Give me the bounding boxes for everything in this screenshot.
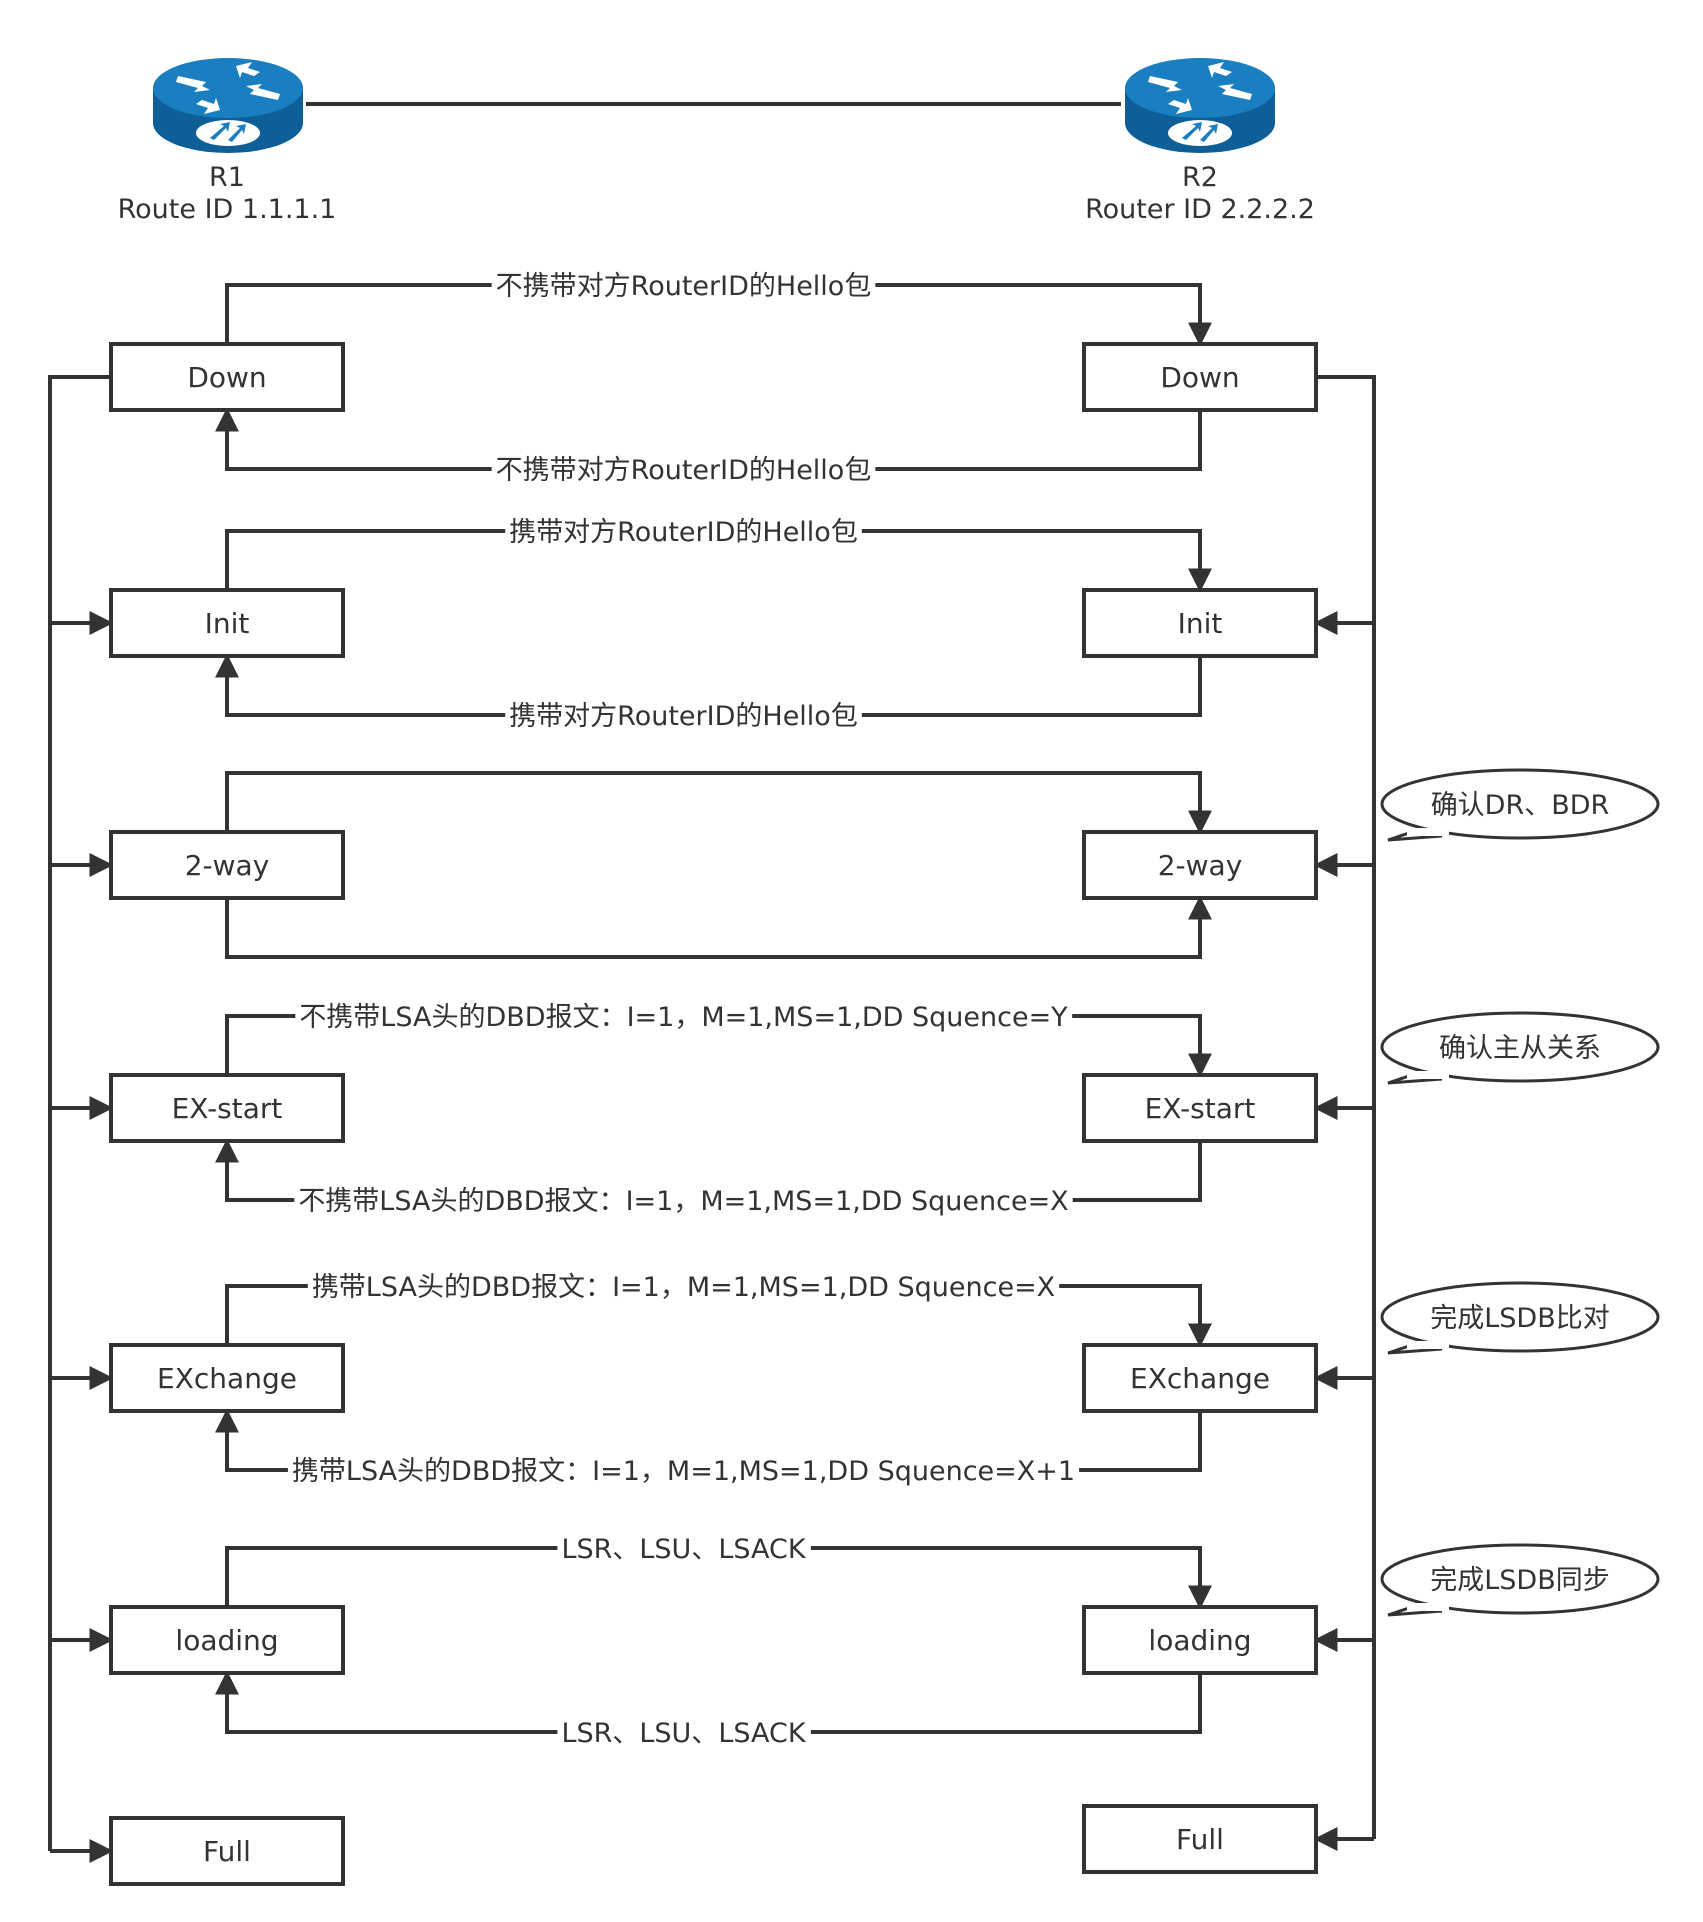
state-box-border [109, 1605, 345, 1675]
state-box-left-2-way: 2-way [109, 830, 345, 900]
state-box-border [109, 342, 345, 412]
state-box-left-exchange: EXchange [109, 1343, 345, 1413]
state-box-left-down: Down [109, 342, 345, 412]
note-label: 完成LSDB同步 [1430, 1565, 1610, 1596]
state-box-border [1082, 342, 1318, 412]
message-label-top: 不携带LSA头的DBD报文：I=1，M=1,MS=1,DD Squence=Y [299, 1002, 1068, 1033]
state-box-right-ex-start: EX-start [1082, 1073, 1318, 1143]
message-label-bg [557, 1530, 811, 1566]
left-spine [48, 375, 111, 1851]
note-bubble-tail-mask [1407, 1341, 1449, 1349]
message-label-bottom: 不携带LSA头的DBD报文：I=1，M=1,MS=1,DD Squence=X [298, 1186, 1068, 1217]
note-bubble-shape [1380, 1281, 1660, 1353]
state-box-right-down: Down [1082, 342, 1318, 412]
message-arrows: 不携带对方RouterID的Hello包不携带对方RouterID的Hello包… [215, 267, 1212, 1750]
state-label: 2-way [185, 849, 270, 882]
state-box-left-full: Full [109, 1816, 345, 1886]
state-box-left-init: Init [109, 588, 345, 658]
state-box-border [1082, 830, 1318, 900]
note-bubble-shape [1380, 768, 1660, 840]
router-r2-id: Router ID 2.2.2.2 [1085, 194, 1315, 225]
message-label-bottom: 不携带对方RouterID的Hello包 [496, 455, 872, 486]
message-label-bottom: LSR、LSU、LSACK [561, 1718, 806, 1749]
state-label: EXchange [1130, 1362, 1270, 1395]
message-label-bg [505, 697, 862, 733]
note-bubble-3: 完成LSDB同步 [1380, 1543, 1660, 1617]
connectors [48, 375, 1376, 1863]
message-label-top: 不携带对方RouterID的Hello包 [496, 271, 872, 302]
state-label: Down [187, 361, 266, 394]
state-box-right-exchange: EXchange [1082, 1343, 1318, 1413]
state-box-right-2-way: 2-way [1082, 830, 1318, 900]
state-label: loading [1148, 1624, 1251, 1657]
right-spine [1316, 375, 1376, 1839]
state-label: 2-way [1158, 849, 1243, 882]
message-label-bg [294, 1182, 1073, 1218]
message-label-bottom: 携带LSA头的DBD报文：I=1，M=1,MS=1,DD Squence=X+1 [292, 1456, 1075, 1487]
state-label: EXchange [157, 1362, 297, 1395]
note-bubble-0: 确认DR、BDR [1380, 768, 1660, 842]
state-box-border [109, 830, 345, 900]
router-r2: R2 Router ID 2.2.2.2 [1085, 58, 1315, 225]
message-label-bg [491, 267, 876, 303]
message-label-bg [505, 513, 862, 549]
state-box-right-loading: loading [1082, 1605, 1318, 1675]
note-bubble-2: 完成LSDB比对 [1380, 1281, 1660, 1355]
state-box-left-loading: loading [109, 1605, 345, 1675]
router-r1-id: Route ID 1.1.1.1 [118, 194, 337, 225]
state-box-border [1082, 588, 1318, 658]
note-bubble-tail-mask [1407, 828, 1449, 836]
state-box-border [1082, 1804, 1318, 1874]
note-label: 确认主从关系 [1439, 1033, 1601, 1064]
message-arrow-bottom-2 [225, 895, 1212, 959]
note-bubble-1: 确认主从关系 [1380, 1011, 1660, 1085]
state-label: EX-start [172, 1092, 283, 1125]
note-label: 确认DR、BDR [1431, 790, 1610, 821]
state-box-border [109, 588, 345, 658]
message-label-bg [491, 451, 876, 487]
state-label: EX-start [1145, 1092, 1256, 1125]
message-label-bg [295, 998, 1073, 1034]
note-label: 完成LSDB比对 [1430, 1303, 1610, 1334]
state-label: Full [1176, 1823, 1224, 1856]
router-icon [153, 58, 303, 153]
state-box-border [109, 1816, 345, 1886]
message-label-top: LSR、LSU、LSACK [561, 1534, 806, 1565]
state-label: loading [175, 1624, 278, 1657]
note-bubble-tail-mask [1407, 1603, 1449, 1611]
note-bubble-shape [1380, 1543, 1660, 1615]
state-label: Full [203, 1835, 251, 1868]
note-bubble-tail-mask [1407, 1071, 1449, 1079]
message-label-bg [557, 1714, 811, 1750]
state-box-border [1082, 1073, 1318, 1143]
message-label-bg [307, 1268, 1060, 1304]
message-arrow-top-2 [225, 771, 1212, 835]
state-label: Down [1160, 361, 1239, 394]
state-box-right-full: Full [1082, 1804, 1318, 1874]
state-label: Init [1178, 607, 1223, 640]
router-icon [1125, 58, 1275, 153]
state-box-border [1082, 1343, 1318, 1413]
state-label: Init [205, 607, 250, 640]
message-label-top: 携带LSA头的DBD报文：I=1，M=1,MS=1,DD Squence=X [312, 1272, 1055, 1303]
state-box-right-init: Init [1082, 588, 1318, 658]
state-box-border [109, 1073, 345, 1143]
state-box-border [109, 1343, 345, 1413]
state-box-left-ex-start: EX-start [109, 1073, 345, 1143]
router-r1-name: R1 [209, 162, 245, 193]
message-label-top: 携带对方RouterID的Hello包 [509, 517, 858, 548]
message-label-bg [287, 1452, 1080, 1488]
state-box-border [1082, 1605, 1318, 1675]
message-label-bottom: 携带对方RouterID的Hello包 [509, 701, 858, 732]
router-r2-name: R2 [1182, 162, 1218, 193]
note-bubble-shape [1380, 1011, 1660, 1083]
router-r1: R1 Route ID 1.1.1.1 [118, 58, 337, 225]
